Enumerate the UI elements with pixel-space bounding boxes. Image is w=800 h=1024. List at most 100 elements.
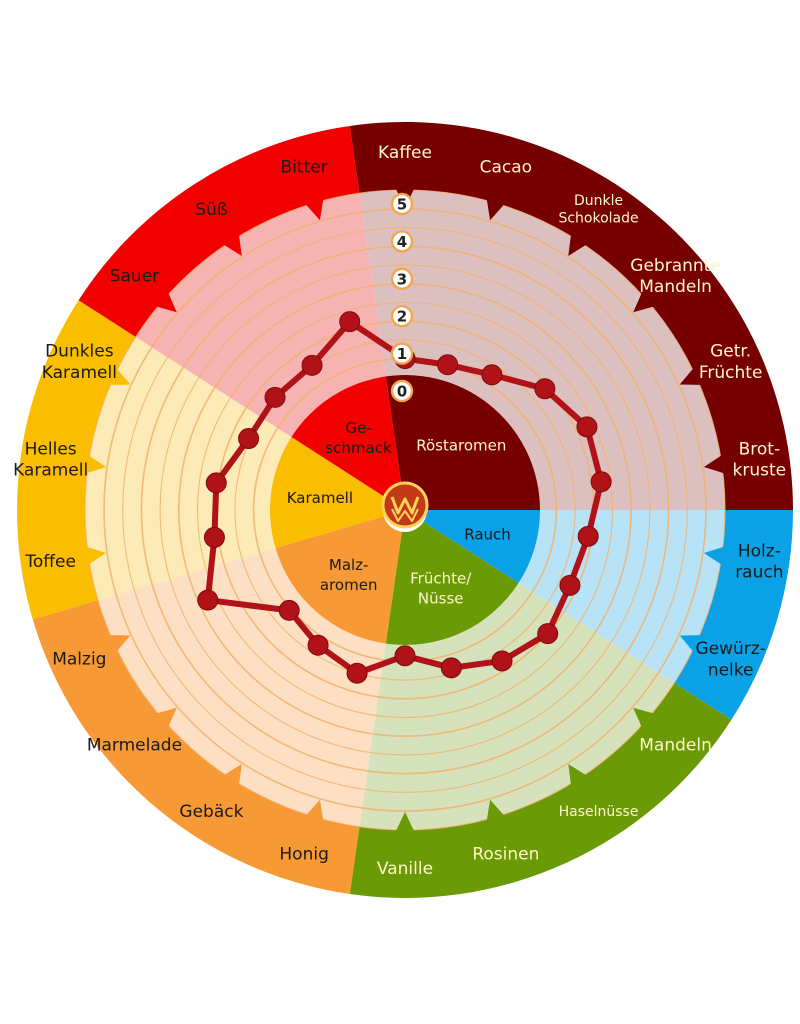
outer-sector-roestaromen bbox=[349, 121, 793, 510]
data-point-gebrannte-mandeln bbox=[534, 378, 556, 400]
axis-tick bbox=[633, 707, 654, 727]
category-label-getr-fruechte: Getr.Früchte bbox=[699, 342, 763, 383]
axis-tick bbox=[156, 707, 177, 727]
outer-sector-geschmack bbox=[78, 125, 360, 337]
group-label-fruechte: Früchte/Nüsse bbox=[410, 569, 472, 607]
plot-sector-geschmack bbox=[135, 193, 386, 438]
scale-tick-label: 5 bbox=[397, 196, 407, 214]
scale-tick-label: 4 bbox=[397, 233, 407, 251]
category-label-toffee: Toffee bbox=[24, 552, 76, 572]
category-label-gewuerznelke: Gewürz-nelke bbox=[695, 639, 765, 680]
outer-category-ring bbox=[16, 121, 793, 898]
data-point-holzrauch bbox=[577, 525, 599, 547]
category-label-bitter: Bitter bbox=[281, 157, 328, 177]
data-point-rosinen bbox=[440, 657, 462, 679]
category-label-holzrauch: Holz-rauch bbox=[735, 541, 783, 582]
axis-tick bbox=[679, 368, 701, 385]
group-label-karamell: Karamell bbox=[287, 489, 353, 507]
axis-tick bbox=[396, 812, 414, 831]
data-point-marmelade bbox=[278, 599, 300, 621]
category-label-kaffee: Kaffee bbox=[378, 143, 432, 163]
scale-tick-label: 1 bbox=[397, 345, 407, 363]
scale-tick-label: 3 bbox=[397, 270, 407, 288]
scale-ring bbox=[234, 339, 576, 681]
scale-badge: 4 bbox=[390, 230, 414, 253]
inner-sector-karamell bbox=[270, 437, 387, 549]
axis-tick bbox=[305, 799, 324, 821]
inner-sector-rauch bbox=[423, 510, 540, 583]
category-label-brotkruste: Brot-kruste bbox=[733, 439, 787, 480]
category-label-rosinen: Rosinen bbox=[472, 844, 539, 864]
inner-group-ring bbox=[270, 375, 540, 645]
category-label-suess: Süß bbox=[195, 200, 227, 220]
data-point-mandeln bbox=[537, 623, 559, 645]
scale-badge: 0 bbox=[390, 379, 414, 403]
category-label-mandeln: Mandeln bbox=[639, 735, 712, 755]
outer-sector-fruechte bbox=[349, 683, 732, 898]
category-label-haselnuesse: Haselnüsse bbox=[559, 804, 639, 820]
data-point-sauer bbox=[264, 386, 286, 408]
axis-tick bbox=[703, 455, 724, 474]
axis-tick bbox=[86, 455, 107, 474]
data-point-toffee bbox=[203, 526, 225, 548]
inner-sector-malzaromen bbox=[275, 516, 402, 644]
axis-tick bbox=[86, 546, 107, 565]
axis-tick bbox=[223, 235, 242, 256]
data-point-brotkruste bbox=[590, 471, 612, 493]
data-point-honig bbox=[346, 662, 368, 684]
scale-ring bbox=[159, 264, 651, 756]
axis-tick bbox=[109, 368, 131, 385]
category-label-honig: Honig bbox=[279, 844, 328, 864]
inner-sector-roestaromen bbox=[385, 375, 540, 510]
category-label-gebaeck: Gebäck bbox=[179, 802, 243, 822]
category-label-cacao: Cacao bbox=[480, 157, 532, 177]
outer-sector-malzaromen bbox=[32, 600, 360, 895]
plot-sector-rauch bbox=[518, 510, 725, 684]
axis-tick bbox=[223, 764, 242, 785]
inner-sector-fruechte bbox=[385, 521, 519, 645]
data-point-malzig bbox=[197, 589, 219, 611]
category-label-sauer: Sauer bbox=[110, 267, 159, 287]
scale-badge: 3 bbox=[390, 267, 414, 290]
scale-badge: 1 bbox=[390, 342, 414, 365]
group-label-roestaromen: Röstaromen bbox=[416, 436, 506, 454]
data-point-dunkle-schokolade bbox=[481, 364, 503, 386]
plot-sector-karamell bbox=[84, 336, 292, 601]
axis-tick bbox=[703, 546, 724, 565]
scale-ring bbox=[196, 301, 614, 719]
axis-tick bbox=[568, 235, 587, 256]
data-point-helles-karamell bbox=[205, 472, 227, 494]
group-label-geschmack: Ge-schmack bbox=[325, 419, 392, 457]
inner-sector-geschmack bbox=[291, 376, 402, 499]
axis-tick bbox=[156, 293, 177, 313]
data-point-gebaeck bbox=[307, 634, 329, 656]
group-labels: RöstaromenRauchFrüchte/NüsseMalz-aromenK… bbox=[287, 419, 511, 608]
axis-tick bbox=[305, 199, 324, 221]
group-label-rauch: Rauch bbox=[464, 525, 511, 543]
outer-sector-karamell bbox=[16, 300, 136, 620]
axis-tick bbox=[679, 635, 701, 652]
axis-tick bbox=[633, 293, 654, 313]
brand-logo-icon bbox=[381, 481, 429, 529]
data-point-getr-fruechte bbox=[576, 416, 598, 438]
axis-tick bbox=[568, 764, 587, 785]
plot-sector-roestaromen bbox=[359, 190, 725, 511]
scale-axis: 0 1 2 3 4 5 bbox=[390, 192, 414, 403]
axis-tick bbox=[486, 199, 505, 221]
scale-tick-label: 0 bbox=[397, 383, 407, 401]
scale-ring bbox=[122, 227, 688, 793]
data-point-dunkles-karamell bbox=[238, 428, 260, 450]
category-label-malzig: Malzig bbox=[52, 650, 106, 670]
data-point-haselnuesse bbox=[491, 650, 513, 672]
scale-badge: 5 bbox=[390, 192, 414, 216]
outer-sector-rauch bbox=[674, 510, 793, 720]
data-point-vanille bbox=[394, 645, 416, 667]
axis-tick bbox=[486, 799, 505, 821]
axis-tick bbox=[109, 635, 131, 652]
flavor-profile-series bbox=[197, 311, 612, 684]
scale-badge: 2 bbox=[390, 305, 414, 328]
